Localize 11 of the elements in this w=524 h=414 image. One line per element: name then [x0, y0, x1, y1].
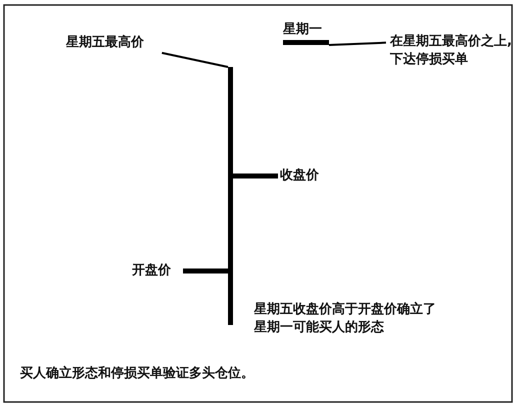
- annotation-text: 星期五收盘价高于开盘价确立了星期一可能买人的形态: [254, 301, 437, 337]
- leader-line: [162, 52, 228, 68]
- price-bar: [283, 40, 329, 45]
- price-label: 开盘价: [132, 262, 172, 280]
- callout-label: 星期五最高价: [66, 34, 145, 52]
- day-label: 星期一: [283, 21, 323, 39]
- leader-line: [328, 42, 386, 46]
- annotation-text: 在星期五最高价之上,下达停损买单: [390, 33, 513, 69]
- caption-text: 买人确立形态和停损买单验证多头仓位。: [20, 365, 255, 383]
- price-label: 收盘价: [280, 167, 320, 185]
- price-bar: [228, 67, 233, 325]
